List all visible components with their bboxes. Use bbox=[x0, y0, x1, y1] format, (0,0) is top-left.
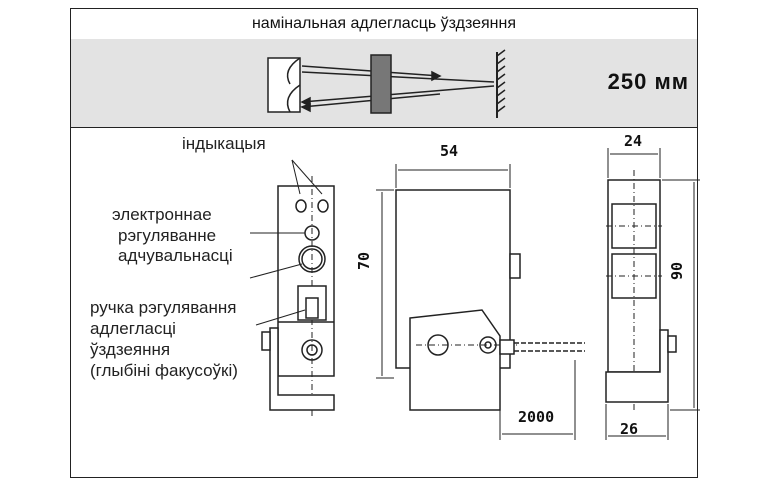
lens-lower-icon bbox=[286, 84, 301, 113]
indicator-led-left bbox=[295, 199, 307, 213]
indicator-led-right bbox=[317, 199, 329, 213]
beam-return-lower bbox=[301, 85, 495, 103]
label-knob-1: ручка рэгулявання bbox=[90, 298, 237, 317]
label-knob-4: (глыбіні факусоўкі) bbox=[90, 361, 238, 380]
hatch-lines bbox=[496, 49, 506, 113]
label-sensitivity-2: рэгуляванне bbox=[118, 226, 217, 245]
label-sensitivity-3: адчувальнасці bbox=[118, 246, 233, 265]
beam-schematic bbox=[267, 49, 506, 118]
sensor-head-icon bbox=[267, 57, 301, 113]
label-indication: індыкацыя bbox=[182, 134, 266, 153]
label-sensitivity-1: электроннае bbox=[112, 205, 212, 224]
front-view-sensor bbox=[249, 159, 335, 418]
label-knob-3: ўздзеяння bbox=[90, 340, 171, 359]
target-object bbox=[370, 54, 392, 114]
lens-upper-icon bbox=[286, 57, 301, 85]
side-view-sensor bbox=[376, 164, 585, 440]
range-value: 250 мм bbox=[607, 69, 689, 94]
cable bbox=[514, 342, 585, 352]
dim-height-front: 90 bbox=[668, 261, 687, 281]
header-title: намінальная адлегласць ўздзеяння bbox=[251, 15, 517, 32]
dim-width-front-bottom: 26 bbox=[620, 420, 639, 438]
side-bracket bbox=[409, 309, 501, 411]
dim-width-front-top: 24 bbox=[624, 132, 643, 150]
dim-width-side: 54 bbox=[440, 142, 459, 160]
arrow-head-icon bbox=[300, 102, 311, 113]
arrow-head-icon bbox=[431, 70, 442, 82]
mounting-bracket bbox=[269, 327, 335, 411]
dim-height-side: 70 bbox=[355, 251, 374, 271]
beam-out-upper2 bbox=[301, 71, 495, 83]
front-narrow-view bbox=[605, 148, 700, 440]
trimmer-circle bbox=[298, 245, 326, 273]
header-row: намінальная адлегласць ўздзеяння bbox=[71, 9, 697, 40]
mounting-screw bbox=[301, 339, 323, 361]
connector bbox=[509, 253, 521, 279]
front-bracket bbox=[605, 329, 669, 403]
label-knob-2: адлегласці bbox=[90, 319, 176, 338]
dim-cable-length: 2000 bbox=[518, 408, 555, 426]
focus-knob bbox=[297, 285, 327, 321]
